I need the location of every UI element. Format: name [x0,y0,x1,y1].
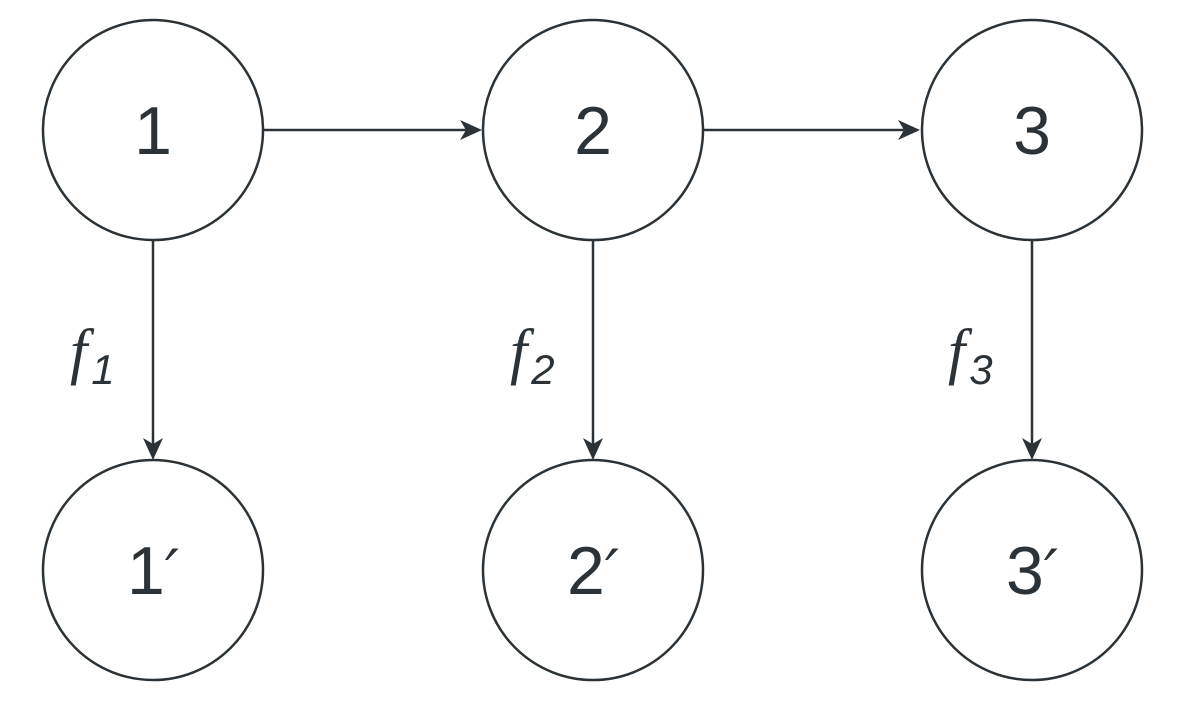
node-2-prime: 2′ [481,458,705,682]
node-3-prime-mark: ′ [1044,536,1058,609]
node-3-prime-number: 3 [1006,533,1044,609]
edge-label-f1-subscript: 1 [91,346,114,393]
node-1-label: 1 [134,93,172,169]
edge-3-to-3prime [1022,241,1042,460]
edge-label-f3-subscript: 3 [969,346,992,393]
node-1: 1 [41,18,265,242]
node-1-prime-label: 1′ [127,533,179,609]
edge-label-f1: f1 [70,318,115,393]
node-3-prime: 3′ [920,458,1144,682]
edge-2-to-3 [704,120,920,140]
node-2-prime-label: 2′ [567,533,619,609]
edge-2-to-2prime [583,241,603,460]
edge-1-to-2 [264,120,482,140]
edge-1-to-1prime [143,241,163,460]
node-3-prime-label: 3′ [1006,533,1058,609]
edge-label-f3: f3 [948,318,993,393]
node-1-prime-number: 1 [127,533,165,609]
node-3: 3 [920,18,1144,242]
node-1-prime: 1′ [41,458,265,682]
node-2-prime-mark: ′ [605,536,619,609]
node-2-prime-number: 2 [567,533,605,609]
node-2-label: 2 [574,93,612,169]
edge-label-f2-subscript: 2 [530,346,554,393]
edge-label-f2: f2 [510,318,555,393]
node-2: 2 [481,18,705,242]
node-1-prime-mark: ′ [165,536,179,609]
node-3-label: 3 [1013,93,1051,169]
